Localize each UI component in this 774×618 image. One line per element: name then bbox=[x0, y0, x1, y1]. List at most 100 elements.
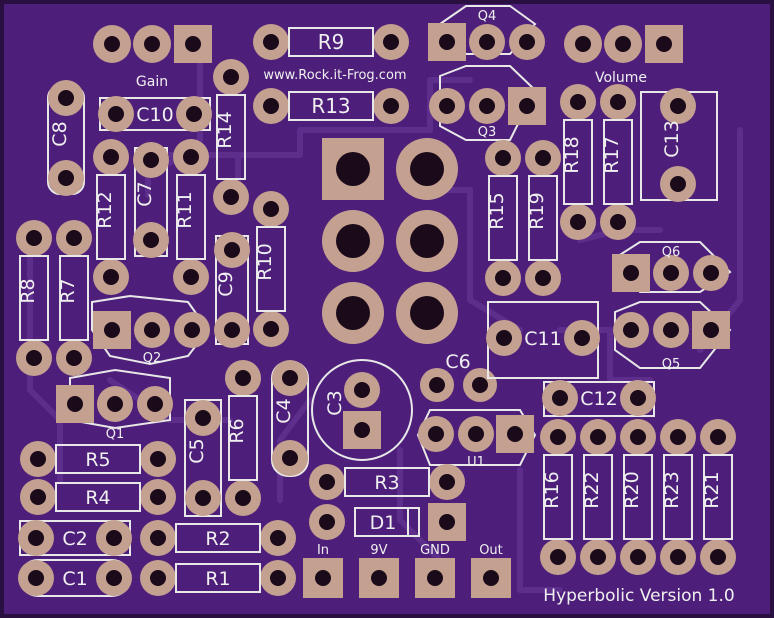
resistor-r2: R2 bbox=[140, 520, 296, 556]
svg-text:C4: C4 bbox=[273, 398, 295, 423]
transistor-q1: Q1 bbox=[56, 368, 173, 442]
svg-text:R9: R9 bbox=[318, 30, 345, 54]
svg-text:C2: C2 bbox=[62, 528, 87, 550]
svg-text:Q6: Q6 bbox=[662, 245, 681, 260]
svg-text:R11: R11 bbox=[174, 191, 196, 228]
footswitch-pads bbox=[322, 138, 458, 344]
svg-text:R2: R2 bbox=[205, 528, 230, 550]
svg-text:In: In bbox=[317, 543, 329, 558]
capacitor-c6: C6 bbox=[420, 351, 497, 402]
svg-text:C9: C9 bbox=[215, 271, 237, 296]
resistor-r1: R1 bbox=[140, 560, 296, 596]
svg-text:R8: R8 bbox=[17, 278, 39, 303]
svg-text:R15: R15 bbox=[486, 192, 508, 229]
svg-text:R16: R16 bbox=[541, 471, 563, 508]
resistor-r19: R19 bbox=[525, 140, 561, 296]
capacitor-c4: C4 bbox=[271, 360, 309, 477]
capacitor-c13: C13 bbox=[640, 88, 718, 202]
svg-text:9V: 9V bbox=[370, 543, 387, 558]
svg-text:C11: C11 bbox=[524, 328, 561, 350]
svg-text:Q1: Q1 bbox=[106, 427, 125, 442]
volume-pot: Volume bbox=[564, 25, 683, 86]
svg-text:Q5: Q5 bbox=[662, 357, 681, 372]
resistor-r17: R17 bbox=[600, 84, 636, 240]
svg-text:R14: R14 bbox=[214, 111, 236, 148]
resistor-r14: R14 bbox=[213, 59, 249, 215]
url-text: www.Rock.it-Frog.com bbox=[263, 68, 406, 83]
transistor-q3: Q3 bbox=[429, 65, 546, 141]
resistor-r10: R10 bbox=[253, 191, 289, 347]
svg-text:R12: R12 bbox=[94, 191, 116, 228]
svg-text:C10: C10 bbox=[136, 104, 173, 126]
svg-text:R4: R4 bbox=[85, 487, 110, 509]
version-text: Hyperbolic Version 1.0 bbox=[543, 586, 734, 606]
resistor-r11: R11 bbox=[173, 139, 209, 295]
svg-text:GND: GND bbox=[420, 543, 450, 558]
svg-text:C13: C13 bbox=[661, 120, 683, 157]
svg-text:R3: R3 bbox=[374, 472, 399, 494]
capacitor-c7: C7 bbox=[133, 142, 169, 258]
connector-in: In bbox=[303, 543, 343, 598]
svg-text:R18: R18 bbox=[561, 136, 583, 173]
svg-text:C6: C6 bbox=[445, 351, 470, 373]
svg-text:Q3: Q3 bbox=[478, 125, 497, 140]
capacitor-c9: C9 bbox=[214, 232, 250, 348]
resistor-r15: R15 bbox=[485, 140, 521, 296]
transistor-q5: Q5 bbox=[613, 301, 732, 372]
resistor-r18: R18 bbox=[560, 84, 596, 240]
svg-text:Out: Out bbox=[479, 543, 503, 558]
svg-text:R20: R20 bbox=[621, 471, 643, 508]
capacitor-c3: C3 bbox=[311, 359, 413, 461]
connector-9v: 9V bbox=[359, 543, 399, 598]
resistor-r13: R13 bbox=[253, 88, 409, 124]
capacitor-c11: C11 bbox=[486, 301, 600, 379]
resistor-r23: R23 bbox=[660, 419, 696, 575]
resistor-r8: R8 bbox=[16, 220, 52, 376]
ic-u1: U1 bbox=[416, 409, 537, 470]
connector-gnd: GND bbox=[415, 543, 455, 598]
svg-text:Q2: Q2 bbox=[143, 351, 162, 366]
resistor-r5: R5 bbox=[20, 441, 176, 477]
svg-text:C3: C3 bbox=[324, 390, 346, 415]
svg-text:R7: R7 bbox=[57, 278, 79, 303]
resistor-r7: R7 bbox=[56, 220, 92, 376]
resistor-r9: R9 bbox=[253, 24, 409, 60]
capacitor-c12: C12 bbox=[542, 380, 656, 417]
capacitor-c2: C2 bbox=[18, 520, 132, 556]
svg-text:R13: R13 bbox=[311, 94, 350, 118]
svg-text:D1: D1 bbox=[370, 512, 397, 534]
resistor-r6: R6 bbox=[225, 360, 261, 516]
capacitor-c10: C10 bbox=[98, 96, 212, 132]
resistor-r21: R21 bbox=[700, 419, 736, 575]
svg-text:R10: R10 bbox=[254, 243, 276, 280]
svg-text:R17: R17 bbox=[601, 136, 623, 173]
transistor-q4: Q4 bbox=[428, 5, 545, 61]
volume-label: Volume bbox=[595, 70, 647, 86]
resistor-r4: R4 bbox=[20, 479, 176, 515]
resistor-r20: R20 bbox=[620, 419, 656, 575]
transistor-q6: Q6 bbox=[612, 241, 732, 293]
svg-text:U1: U1 bbox=[467, 455, 485, 470]
gain-pot: Gain bbox=[93, 25, 212, 90]
gain-label: Gain bbox=[136, 74, 168, 90]
connector-out: Out bbox=[471, 543, 511, 598]
resistor-r3: R3 bbox=[309, 464, 465, 500]
resistor-r22: R22 bbox=[580, 419, 616, 575]
resistor-r12: R12 bbox=[93, 139, 129, 295]
transistor-q2: Q2 bbox=[91, 294, 210, 366]
svg-text:C1: C1 bbox=[62, 568, 87, 590]
svg-text:R19: R19 bbox=[526, 192, 548, 229]
svg-text:R21: R21 bbox=[701, 471, 723, 508]
svg-text:Q4: Q4 bbox=[478, 9, 497, 24]
svg-text:R23: R23 bbox=[661, 471, 683, 508]
svg-text:R22: R22 bbox=[581, 471, 603, 508]
svg-text:C7: C7 bbox=[134, 181, 156, 206]
svg-text:C8: C8 bbox=[49, 121, 71, 146]
svg-text:R5: R5 bbox=[85, 449, 110, 471]
diode-d1: D1 bbox=[309, 503, 466, 541]
capacitor-c1: C1 bbox=[18, 559, 132, 597]
capacitor-c5: C5 bbox=[184, 399, 222, 517]
svg-text:C12: C12 bbox=[580, 388, 617, 410]
capacitor-c8: C8 bbox=[47, 80, 85, 196]
